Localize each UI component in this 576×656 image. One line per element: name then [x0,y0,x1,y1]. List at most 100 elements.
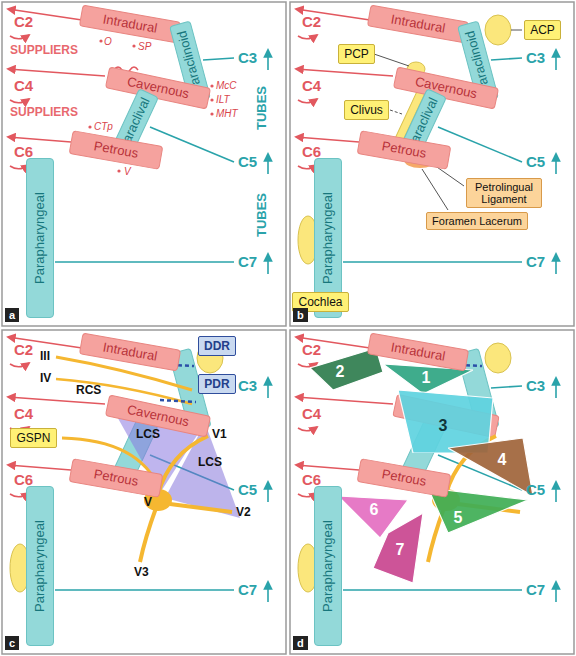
segment-label: C5 [238,482,257,499]
leader-line [511,30,522,31]
segment-name: Petrous [381,467,428,489]
branch-label: ILT [216,94,230,105]
branch-dot [210,84,213,87]
structure-name: Foramen Lacerum [432,215,522,227]
structure-name: ACP [530,23,555,37]
group-label: TUBES [255,86,269,130]
leader-line [374,54,409,66]
segment-label: C4 [302,78,321,95]
segment-label: C4 [14,78,33,95]
segment-label: C7 [526,254,545,271]
panel-letter: a [5,308,19,322]
segment-tube: Parapharyngeal [314,486,342,646]
callout-number: 3 [439,417,448,434]
callout-number: 6 [370,501,379,518]
callout-number: 4 [498,451,507,468]
segment-label: C3 [238,50,257,67]
triangle-region: 4 [448,438,533,496]
structure-box: ACP [524,20,561,40]
ring-line [160,400,196,402]
segment-label: C6 [14,472,33,489]
acp-shape [485,15,511,45]
panel-b [290,2,574,326]
segment-label: C7 [238,582,257,599]
nerve-label: V [144,496,152,509]
segment-label: C5 [526,154,545,171]
structure-name: DDR [204,339,230,353]
segment-label: C2 [14,14,33,31]
segment-name: Petrous [93,139,140,161]
callout-holder: 5 [454,509,463,527]
panel-c [2,330,286,654]
structure-box: Petrolingual Ligament [466,178,542,208]
branch-dot [132,44,135,47]
triangle-shape [448,438,533,496]
branch-dot [88,125,91,128]
branch-dot [210,112,213,115]
segment-name: Parapharyngeal [33,520,47,612]
branch-label: SP [138,41,151,52]
segment-name: Petrous [93,467,140,489]
nerve-label: LCS [198,456,222,469]
callout-number: 1 [422,369,431,386]
segment-label: C6 [302,144,321,161]
callout-number: 5 [454,509,463,526]
panel-b [491,58,522,60]
callout-holder: 4 [498,451,507,469]
segment-label: C4 [302,406,321,423]
leader-line [390,110,402,114]
branch-label: V [124,166,131,177]
panel-letter: c [5,636,19,650]
panel-a [2,2,286,326]
panel-c [2,330,286,654]
group-label: SUPPLIERS [10,106,78,119]
segment-label: C7 [238,254,257,271]
segment-name: Petrous [381,139,428,161]
segment-tube: Parapharyngeal [26,158,54,318]
leader-line [422,169,448,210]
segment-label: C5 [238,154,257,171]
structure-name: Petrolingual Ligament [475,181,533,205]
segment-label: C2 [14,342,33,359]
group-label: TUBES [255,193,269,237]
segment-tube: Parapharyngeal [26,486,54,646]
triangle-shape [428,488,528,533]
structure-box: DDR [198,336,236,356]
structure-name: Cochlea [298,295,342,309]
segment-label: C3 [526,50,545,67]
panel-d [491,386,522,388]
structure-name: PDR [204,377,229,391]
structure-name: Clivus [350,103,383,117]
panel-letter: b [293,308,308,322]
structure-box: PCP [338,44,375,64]
structure-name: GSPN [16,431,50,445]
branch-label: CTp [94,121,113,132]
branch-label: McC [216,80,237,91]
callout-number: 7 [396,541,405,558]
segment-label: C6 [302,472,321,489]
branch-dot [117,169,120,172]
segment-label: C5 [526,482,545,499]
group-label: SUPPLIERS [10,44,78,57]
segment-name: Parapharyngeal [33,192,47,284]
callout-holder: 7 [396,541,405,559]
nerve-label: V3 [134,566,149,579]
callout-holder: 1 [422,369,431,387]
structure-box: Foramen Lacerum [426,212,528,230]
callout-holder: 2 [336,363,345,381]
triangle-shape [448,438,533,496]
structure-box: PDR [198,374,236,394]
callout-number: 2 [336,363,345,380]
segment-name: Parapharyngeal [321,520,335,612]
nerve-label: LCS [136,428,160,441]
triangle-shape [373,513,423,583]
segment-label: C2 [302,342,321,359]
segment-name: Parapharyngeal [321,192,335,284]
nerve-label: IV [40,372,51,385]
panel-d [290,330,574,654]
acp-shape [485,343,511,373]
panel-a [2,2,286,326]
structure-box: GSPN [10,428,57,448]
structure-box: Clivus [344,100,389,120]
